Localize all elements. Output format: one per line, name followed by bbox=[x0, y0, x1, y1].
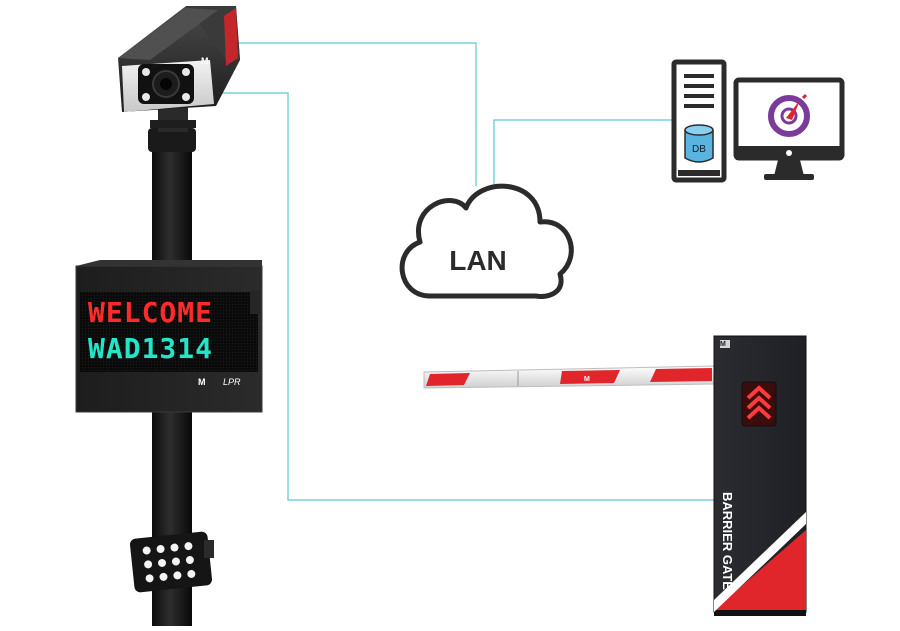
database-label: DB bbox=[692, 144, 706, 155]
lan-label: LAN bbox=[449, 245, 507, 276]
cloud-icon: LAN bbox=[399, 183, 574, 299]
led-display-board: WELCOME WAD1314 M LPR bbox=[75, 260, 263, 413]
server-icon: DB bbox=[671, 59, 727, 183]
lan-to-server-line bbox=[493, 119, 674, 186]
camera-to-barrier-line bbox=[218, 92, 714, 501]
barrier-arm: M bbox=[423, 365, 715, 389]
display-brand: LPR bbox=[223, 377, 241, 387]
barrier-arm-brand: M bbox=[584, 376, 590, 383]
monitor-icon bbox=[733, 77, 845, 180]
display-brand-mark: M bbox=[198, 377, 206, 387]
database-icon: DB bbox=[684, 124, 714, 163]
barrier-brand-mark: M bbox=[720, 341, 726, 348]
camera-brand-mark: M bbox=[201, 56, 209, 66]
flood-light-icon bbox=[129, 531, 214, 593]
camera-to-lan-line bbox=[238, 42, 477, 186]
camera-icon: M bbox=[118, 6, 240, 132]
arrow-up-icon bbox=[741, 381, 777, 427]
barrier-gate-cabinet: M BARRIER GATE bbox=[713, 335, 807, 616]
display-line-plate: WAD1314 bbox=[88, 332, 213, 365]
display-line-welcome: WELCOME bbox=[88, 296, 213, 329]
barrier-gate-label: BARRIER GATE bbox=[720, 492, 735, 590]
monitoring-software-icon bbox=[768, 93, 810, 137]
network-lines bbox=[218, 42, 714, 501]
